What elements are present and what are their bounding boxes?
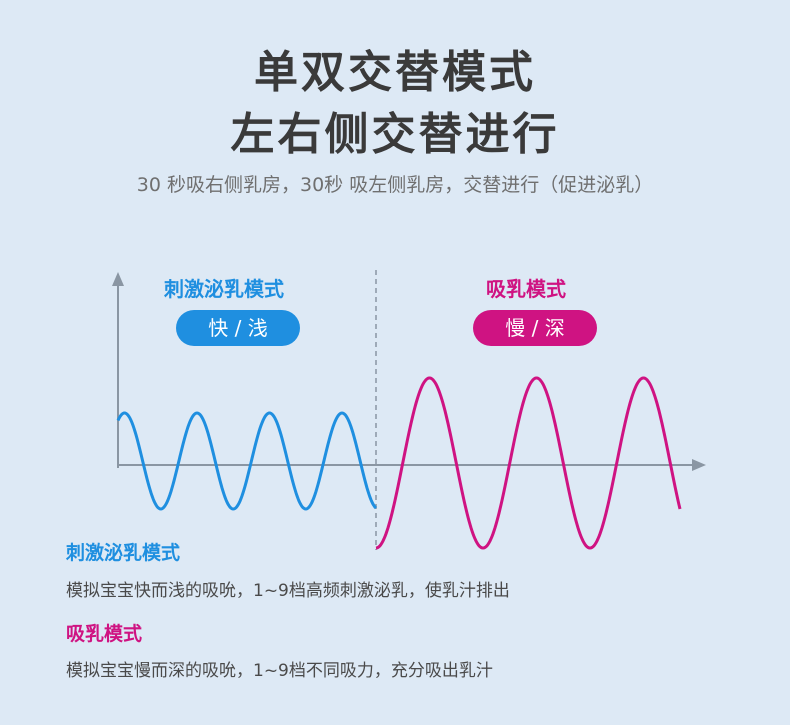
slow-deep-badge: 慢 / 深 [473, 310, 597, 346]
fast-shallow-wave [116, 411, 378, 511]
page-title-line1: 单双交替模式 [254, 47, 536, 98]
expression-desc-text: 模拟宝宝慢而深的吸吮，1~9档不同吸力，充分吸出乳汁 [66, 661, 493, 681]
y-axis-arrow [112, 272, 124, 286]
x-axis-arrow [692, 459, 706, 471]
page-subtitle: 30 秒吸右侧乳房，30秒 吸左侧乳房，交替进行（促进泌乳） [136, 174, 654, 196]
stimulation-desc-text: 模拟宝宝快而浅的吸吮，1~9档高频刺激泌乳，使乳汁排出 [66, 581, 510, 601]
page-title-line2: 左右侧交替进行 [230, 109, 560, 160]
stimulation-mode-label: 刺激泌乳模式 [164, 277, 284, 301]
fast-shallow-badge: 快 / 浅 [176, 310, 300, 346]
stimulation-desc-title: 刺激泌乳模式 [66, 542, 181, 564]
slow-deep-wave [375, 376, 682, 550]
expression-desc-title: 吸乳模式 [66, 623, 143, 645]
expression-mode-label: 吸乳模式 [486, 277, 566, 301]
